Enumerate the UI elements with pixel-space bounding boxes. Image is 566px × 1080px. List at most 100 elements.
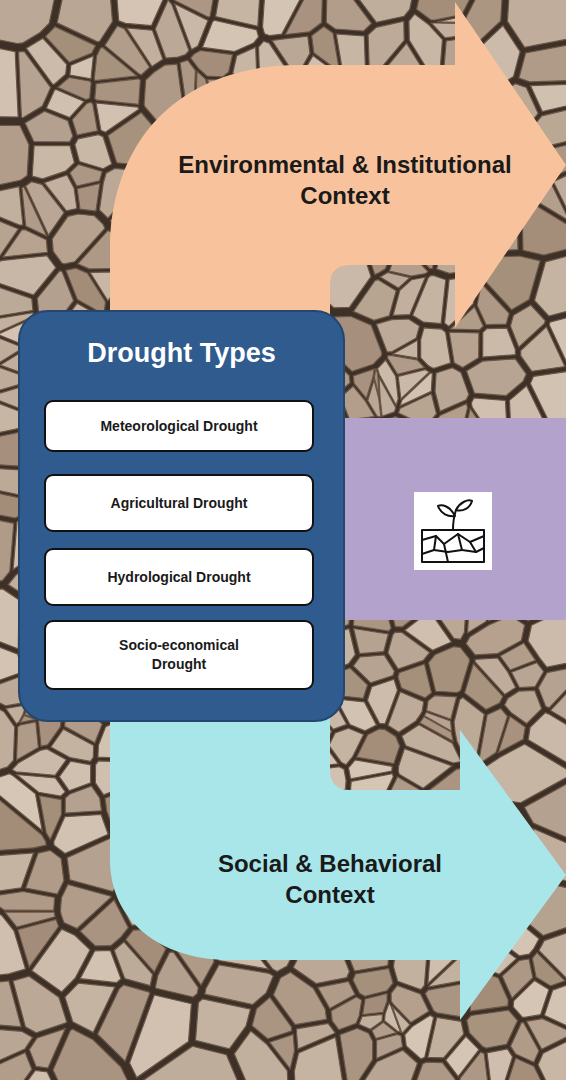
soil-plate <box>17 722 39 760</box>
soil-plate <box>511 663 543 688</box>
soil-plate <box>66 268 106 314</box>
soil-plate <box>32 146 74 179</box>
soil-plate <box>405 1015 434 1059</box>
soil-plate <box>425 983 466 1017</box>
soil-plate <box>0 187 23 226</box>
soil-plate <box>551 684 566 725</box>
drought-type-box: Meteorological Drought <box>44 400 314 452</box>
drought-type-box: Agricultural Drought <box>44 474 314 532</box>
soil-plate <box>377 1035 403 1059</box>
soil-plate <box>530 84 566 111</box>
soil-plate <box>77 184 100 212</box>
soil-plate <box>329 728 364 765</box>
soil-plate <box>429 647 470 693</box>
context-arrow: Social & Behavioral Context <box>110 715 566 1025</box>
soil-plate <box>312 26 340 69</box>
soil-plate <box>483 328 516 357</box>
soil-plate <box>19 51 51 118</box>
soil-plate <box>216 0 261 26</box>
soil-plate <box>467 1010 518 1048</box>
context-label: Environmental & Institutional Context <box>145 149 545 211</box>
soil-plate <box>353 969 393 997</box>
soil-plate <box>234 1031 288 1080</box>
soil-plate <box>59 761 90 791</box>
soil-plate <box>196 999 251 1049</box>
sprout-soil-icon <box>414 492 492 570</box>
soil-plate <box>72 102 97 135</box>
soil-plate <box>535 255 566 317</box>
soil-plate <box>0 774 42 831</box>
soil-plate <box>359 1014 383 1029</box>
soil-plate <box>26 182 65 236</box>
soil-plate <box>353 280 396 321</box>
soil-plate <box>420 717 454 742</box>
soil-plate <box>174 4 208 50</box>
soil-plate <box>363 994 388 1015</box>
soil-plate <box>507 0 566 47</box>
soil-plate <box>428 1017 464 1057</box>
soil-plate <box>94 48 137 81</box>
soil-plate <box>435 368 469 412</box>
soil-plate <box>487 1049 513 1080</box>
soil-plate <box>0 0 56 44</box>
soil-plate <box>414 1062 458 1080</box>
soil-plate <box>70 56 94 79</box>
soil-plate <box>526 1019 566 1050</box>
soil-plate <box>32 929 90 992</box>
soil-plate <box>449 332 479 367</box>
soil-plate <box>0 1053 32 1080</box>
soil-plate <box>29 1029 65 1069</box>
soil-plate <box>388 632 430 669</box>
soil-plate <box>519 44 566 82</box>
soil-plate <box>0 519 14 581</box>
soil-plate <box>205 965 273 1005</box>
arrow-fill <box>110 715 566 1020</box>
soil-plate <box>80 900 128 946</box>
soil-plate <box>96 103 139 132</box>
soil-plate <box>477 283 509 324</box>
soil-plate <box>95 79 141 105</box>
soil-plate <box>0 589 19 649</box>
soil-plate <box>70 164 103 186</box>
soil-plate <box>388 356 425 375</box>
soil-plate <box>25 111 73 142</box>
soil-plate <box>502 959 533 998</box>
soil-plate <box>467 359 527 396</box>
soil-plate <box>114 942 153 986</box>
soil-plate <box>379 377 396 416</box>
soil-plate <box>505 690 542 723</box>
soil-plate <box>57 0 112 42</box>
soil-plate <box>155 952 198 997</box>
soil-plate <box>75 135 112 169</box>
drought-type-label: Meteorological Drought <box>100 417 257 436</box>
soil-plate <box>0 285 33 317</box>
soil-plate <box>52 214 105 264</box>
soil-plate <box>353 0 413 22</box>
soil-plate <box>393 340 418 358</box>
soil-plate <box>357 729 400 764</box>
soil-plate <box>0 47 18 117</box>
soil-plate <box>58 77 91 99</box>
soil-plate <box>354 629 389 654</box>
drought-types-panel: Drought TypesMeteorological DroughtAgric… <box>18 310 345 722</box>
drought-type-box: Hydrological Drought <box>44 548 314 606</box>
soil-plate <box>0 218 19 259</box>
soil-plate <box>340 1028 373 1080</box>
soil-plate <box>127 28 163 67</box>
soil-plate <box>475 658 516 695</box>
text-area: Social & Behavioral Context <box>170 835 490 923</box>
soil-plate <box>341 386 375 420</box>
soil-plate <box>392 1006 410 1033</box>
soil-plate <box>506 1058 545 1080</box>
text-area: Environmental & Institutional Context <box>145 140 545 220</box>
soil-plate <box>191 51 233 77</box>
soil-plate <box>331 997 362 1030</box>
soil-plate <box>421 328 451 368</box>
soil-plate <box>400 373 432 406</box>
soil-plate <box>294 1037 343 1080</box>
drought-type-box: Socio-economical Drought <box>44 620 314 690</box>
soil-plate <box>116 0 164 26</box>
drought-type-label: Socio-economical Drought <box>104 636 254 674</box>
soil-plate <box>521 327 565 372</box>
drought-type-label: Hydrological Drought <box>107 568 250 587</box>
